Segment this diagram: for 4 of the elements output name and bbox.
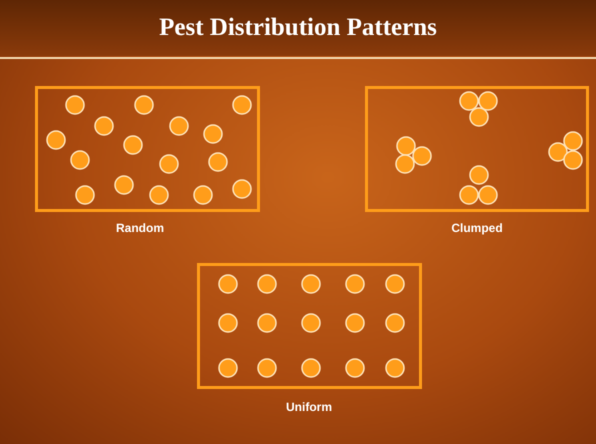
pattern-label: Uniform <box>286 400 332 414</box>
pattern-label: Random <box>116 221 164 235</box>
pattern-label: Clumped <box>451 221 503 235</box>
slide-title: Pest Distribution Patterns <box>158 14 438 42</box>
